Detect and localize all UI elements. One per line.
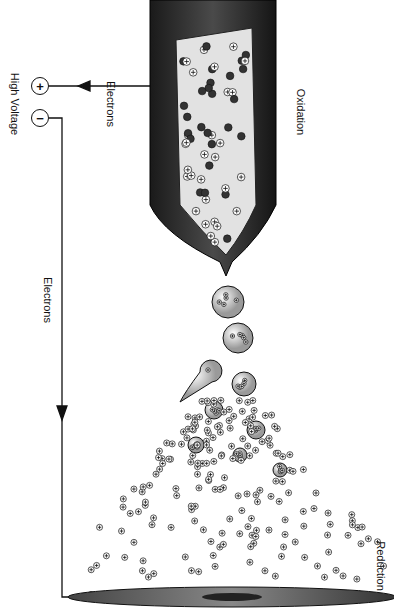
electron-flow-label: Electrons — [42, 277, 53, 323]
capillary-needle — [150, 0, 276, 276]
electron-flow-label: Electrons — [105, 81, 116, 127]
terminal-symbol: + — [31, 77, 49, 95]
terminal-symbol: − — [31, 109, 49, 127]
droplet-spray — [88, 286, 386, 602]
process-label: Oxidation — [295, 89, 306, 135]
counter-electrode — [68, 587, 394, 607]
voltage-label: High Voltage — [9, 73, 20, 135]
polarity-sign: + — [36, 80, 44, 93]
circuit-wire — [49, 81, 152, 597]
process-label: Reduction — [375, 541, 386, 591]
polarity-sign: − — [36, 112, 44, 125]
